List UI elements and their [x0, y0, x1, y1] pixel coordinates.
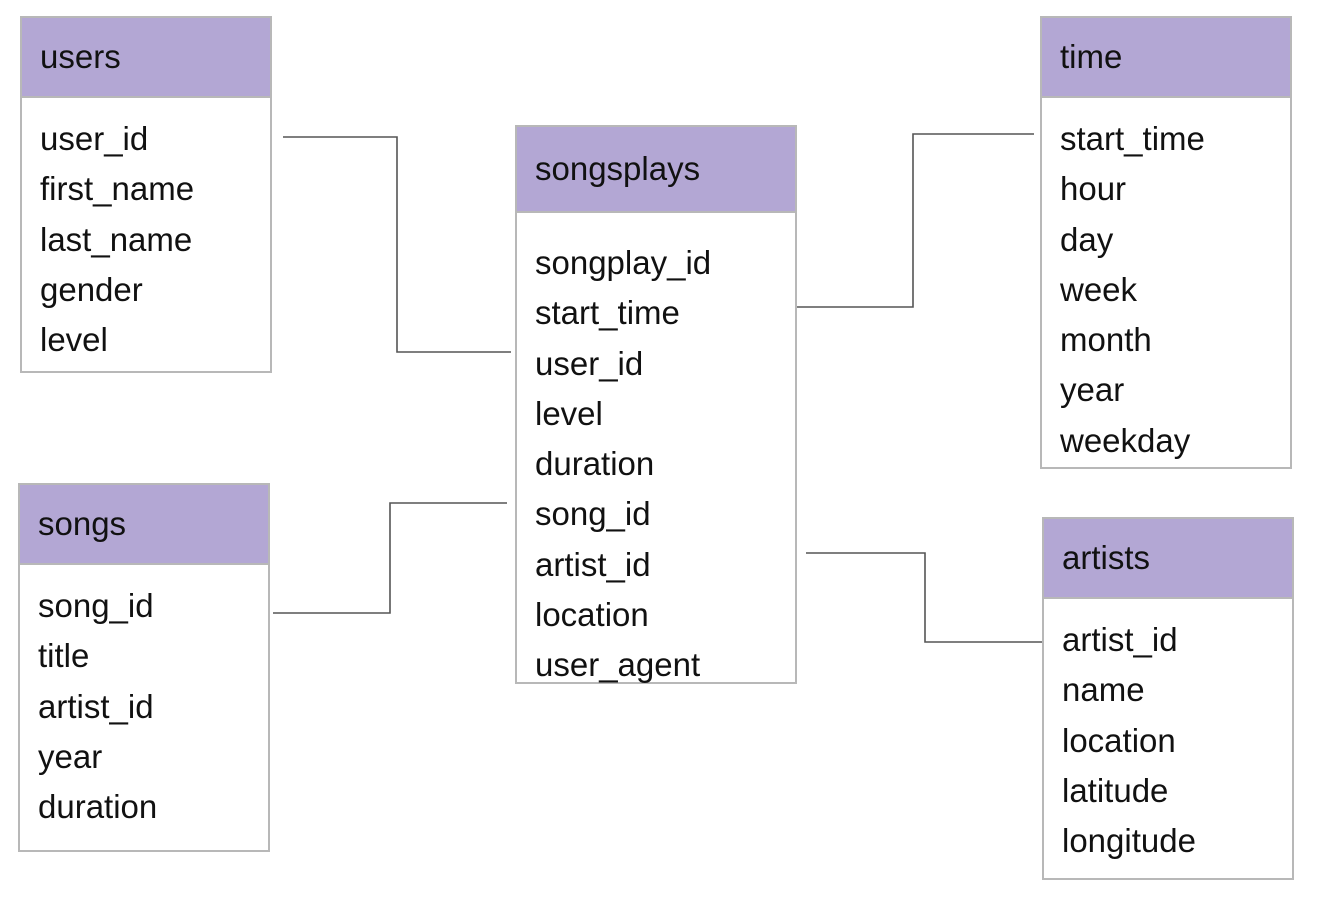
users-field-first-name: first_name [40, 170, 195, 208]
songs-field-duration: duration [38, 788, 158, 826]
songsplays-field-songplay-id: songplay_id [535, 244, 712, 281]
songs-field-list: song_id title artist_id year duration [20, 565, 268, 832]
artists-table-header: artists [1044, 519, 1292, 599]
users-field-user-id: user_id [40, 120, 149, 157]
time-field-day: day [1060, 220, 1114, 258]
songsplays-table: songsplays songplay_id start_time user_i… [515, 125, 797, 684]
songsplays-table-header: songsplays [517, 127, 795, 213]
users-table: users user_id first_name last_name gende… [20, 16, 272, 373]
songs-field-title: title [38, 637, 90, 675]
songs-table: songs song_id title artist_id year durat… [18, 483, 270, 852]
artists-table: artists artist_id name location latitude… [1042, 517, 1294, 880]
connector-songs-song-id-to-songsplays-song-id [273, 502, 507, 614]
time-field-month: month [1060, 321, 1152, 359]
users-field-gender: gender [40, 270, 143, 308]
songsplays-field-duration: duration [535, 445, 655, 483]
time-field-week: week [1060, 270, 1138, 308]
time-field-hour: hour [1060, 170, 1127, 208]
songsplays-field-artist-id: artist_id [535, 545, 651, 583]
songsplays-field-location: location [535, 596, 649, 634]
songsplays-field-song-id: song_id [535, 495, 651, 533]
artists-field-list: artist_id name location latitude longitu… [1044, 599, 1292, 866]
connector-users-user-id-to-songsplays-user-id [283, 136, 511, 353]
time-field-weekday: weekday [1060, 421, 1191, 459]
artists-field-location: location [1062, 721, 1176, 759]
connector-songsplays-artist-id-to-artists-artist-id [806, 552, 1044, 643]
songsplays-field-start-time: start_time [535, 294, 680, 332]
users-table-header: users [22, 18, 270, 98]
songsplays-field-level: level [535, 394, 603, 432]
songs-field-song-id: song_id [38, 587, 154, 624]
artists-field-name: name [1062, 671, 1145, 709]
users-field-last-name: last_name [40, 220, 193, 258]
songs-table-header: songs [20, 485, 268, 565]
artists-field-artist-id: artist_id [1062, 621, 1178, 658]
songs-field-artist-id: artist_id [38, 687, 154, 725]
artists-field-longitude: longitude [1062, 822, 1196, 860]
artists-field-latitude: latitude [1062, 771, 1169, 809]
songsplays-field-user-agent: user_agent [535, 646, 701, 684]
connector-songsplays-start-time-to-time-start-time [795, 133, 1034, 308]
time-field-list: start_time hour day week month year week… [1042, 98, 1290, 466]
time-field-year: year [1060, 371, 1125, 409]
users-field-list: user_id first_name last_name gender leve… [22, 98, 270, 365]
songsplays-field-list: songplay_id start_time user_id level dur… [517, 213, 795, 691]
time-field-start-time: start_time [1060, 120, 1205, 157]
songsplays-field-user-id: user_id [535, 344, 644, 382]
songs-field-year: year [38, 737, 103, 775]
time-table: time start_time hour day week month year… [1040, 16, 1292, 469]
users-field-level: level [40, 321, 108, 359]
time-table-header: time [1042, 18, 1290, 98]
